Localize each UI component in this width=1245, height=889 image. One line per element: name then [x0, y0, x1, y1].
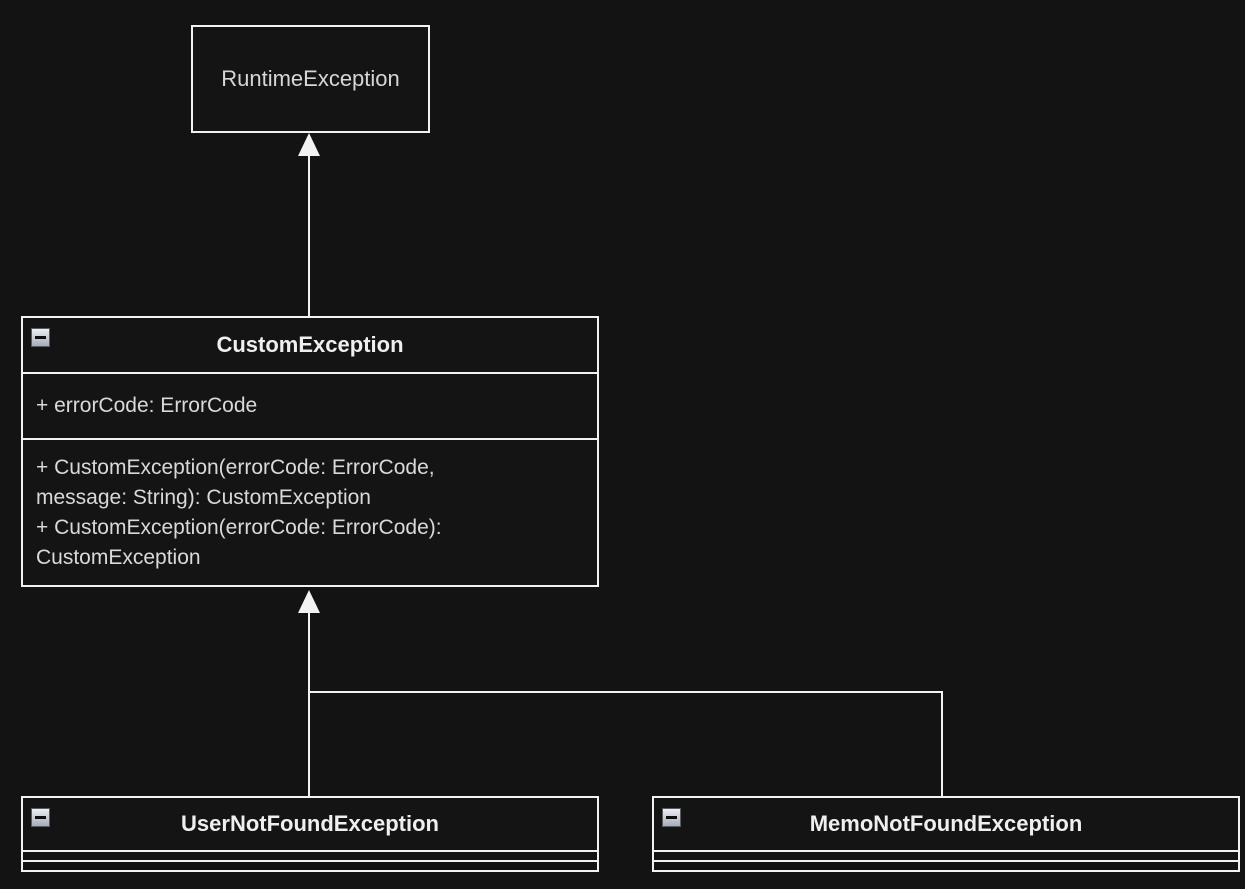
inheritance-arrowhead-custom — [298, 590, 320, 613]
collapse-minus-icon[interactable] — [662, 808, 681, 827]
class-user-not-found-exception[interactable]: UserNotFoundException — [21, 796, 599, 872]
methods-compartment-empty — [23, 860, 597, 870]
inheritance-arrowhead-runtime — [298, 133, 320, 156]
class-runtime-exception[interactable]: RuntimeException — [191, 25, 430, 133]
inheritance-edge-user-to-custom — [308, 610, 310, 797]
member-text-line: + errorCode: ErrorCode — [36, 394, 258, 417]
member-text-line: + CustomException(errorCode: ErrorCode, — [36, 455, 435, 479]
attributes-compartment: + errorCode: ErrorCode — [23, 372, 597, 438]
class-header-user-not-found: UserNotFoundException — [23, 798, 597, 850]
inheritance-edge-custom-to-runtime — [308, 152, 310, 316]
class-memo-not-found-exception[interactable]: MemoNotFoundException — [652, 796, 1240, 872]
class-custom-exception[interactable]: CustomException + errorCode: ErrorCode +… — [21, 316, 599, 587]
minus-glyph — [35, 816, 46, 819]
inheritance-edge-memo-vertical — [941, 691, 943, 797]
methods-compartment-empty — [654, 860, 1238, 870]
methods-compartment: + CustomException(errorCode: ErrorCode, m… — [23, 438, 597, 585]
member-text-line: message: String): CustomException — [36, 485, 371, 509]
member-text-line: + CustomException(errorCode: ErrorCode): — [36, 515, 442, 539]
class-title-memo-not-found: MemoNotFoundException — [809, 811, 1083, 836]
class-header-custom-exception: CustomException — [23, 318, 597, 372]
inheritance-edge-memo-horizontal — [308, 691, 943, 693]
class-title-user-not-found: UserNotFoundException — [181, 811, 439, 836]
minus-glyph — [666, 816, 677, 819]
minus-glyph — [35, 336, 46, 339]
class-header-memo-not-found: MemoNotFoundException — [654, 798, 1238, 850]
member-text-line: CustomException — [36, 545, 201, 569]
collapse-minus-icon[interactable] — [31, 808, 50, 827]
class-title-custom-exception: CustomException — [216, 332, 404, 357]
collapse-minus-icon[interactable] — [31, 328, 50, 347]
attributes-compartment-empty — [654, 850, 1238, 860]
class-title-runtime-exception: RuntimeException — [221, 66, 400, 91]
attributes-compartment-empty — [23, 850, 597, 860]
